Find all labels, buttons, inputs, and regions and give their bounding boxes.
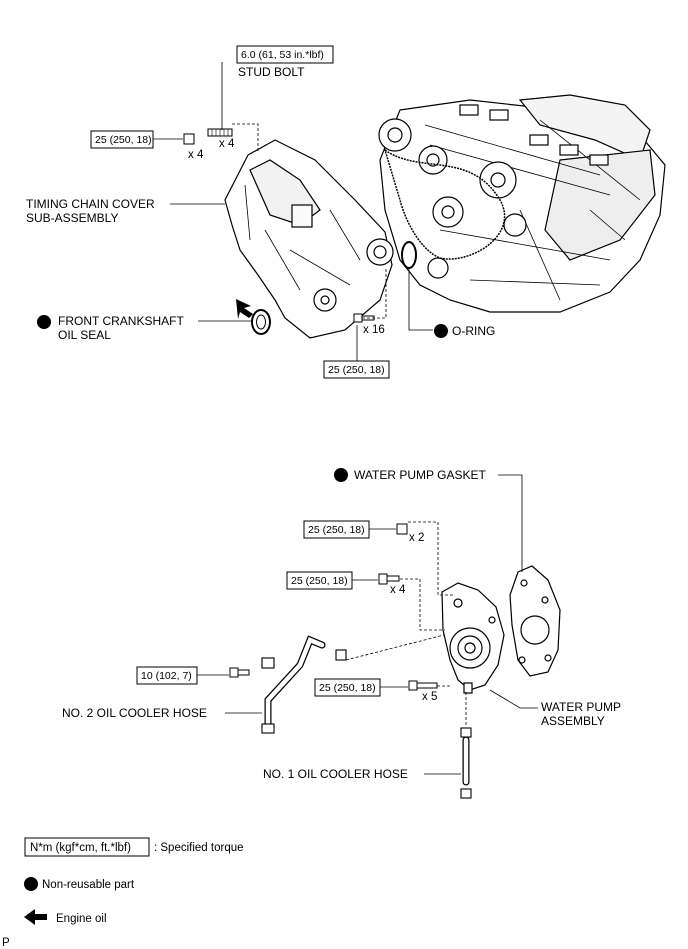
- legend-nonreusable-row: Non-reusable part: [24, 877, 135, 891]
- label-o-ring: O-RING: [452, 324, 495, 338]
- hose-bolt-icon: [229, 667, 250, 678]
- torque-box-pump-nut: 25 (250, 18): [303, 520, 370, 539]
- torque-box-stud: 6.0 (61, 53 in.*lbf): [236, 45, 334, 64]
- svg-text:25 (250, 18): 25 (250, 18): [95, 134, 152, 146]
- legend: N*m (kgf*cm, ft.*lbf) : Specified torque…: [24, 837, 244, 925]
- qty-bolt-x16: x 16: [363, 324, 385, 336]
- label-water-pump-gasket: WATER PUMP GASKET: [354, 468, 486, 482]
- qty-x5: x 5: [422, 691, 437, 703]
- stud-bolt-icon: [207, 128, 233, 137]
- pump-bolt-x5-icon: [408, 680, 438, 691]
- oil-seal-icon: [251, 309, 271, 335]
- svg-text:25 (250, 18): 25 (250, 18): [291, 575, 348, 587]
- label-water-pump-assembly-2: ASSEMBLY: [541, 714, 605, 728]
- torque-box-cover-nut: 25 (250, 18): [90, 130, 154, 149]
- label-no2-oil-cooler-hose: NO. 2 OIL COOLER HOSE: [62, 706, 207, 720]
- label-front-crankshaft-seal-1: FRONT CRANKSHAFT: [58, 314, 184, 328]
- fasteners: [183, 128, 438, 691]
- torque-box-pump-bolt-x5: 25 (250, 18): [314, 678, 381, 697]
- torque-box-cover-bolt: 25 (250, 18): [323, 360, 390, 379]
- engine-oil-arrow-icon: [236, 299, 253, 319]
- svg-text:25 (250, 18): 25 (250, 18): [308, 524, 365, 536]
- label-no1-oil-cooler-hose: NO. 1 OIL COOLER HOSE: [263, 767, 408, 781]
- svg-text:25 (250, 18): 25 (250, 18): [328, 364, 385, 376]
- water-pump-gasket-illustration: [509, 565, 561, 677]
- water-pump-illustration: [441, 582, 505, 694]
- svg-text:Non-reusable part: Non-reusable part: [42, 879, 135, 891]
- no1-oil-cooler-hose-illustration: [460, 727, 472, 799]
- label-water-pump-assembly-1: WATER PUMP: [541, 700, 621, 714]
- qty-nut-x4: x 4: [188, 149, 204, 161]
- svg-text:Engine oil: Engine oil: [56, 913, 107, 925]
- dashed-assembly-lines: [232, 123, 467, 727]
- svg-text:: Specified torque: : Specified torque: [154, 842, 244, 854]
- label-front-crankshaft-seal-2: OIL SEAL: [58, 328, 111, 342]
- engine-assembly-illustration: [378, 94, 666, 313]
- svg-text:10 (102, 7): 10 (102, 7): [141, 670, 192, 682]
- legend-torque-row: N*m (kgf*cm, ft.*lbf) : Specified torque: [24, 837, 244, 857]
- timing-chain-cover-illustration: [224, 139, 394, 339]
- no2-oil-cooler-hose-illustration: [261, 635, 347, 734]
- page-mark: P: [2, 937, 10, 949]
- engine-oil-legend-icon: [24, 909, 47, 925]
- svg-text:25 (250, 18): 25 (250, 18): [319, 682, 376, 694]
- nonreusable-marker-gasket: [334, 468, 348, 482]
- svg-text:6.0 (61, 53 in.*lbf): 6.0 (61, 53 in.*lbf): [241, 49, 324, 61]
- qty-stud-x4: x 4: [219, 138, 235, 150]
- pump-nut-x2-icon: [396, 523, 408, 535]
- qty-x2: x 2: [409, 532, 424, 544]
- torque-box-hose-bolt: 10 (102, 7): [136, 666, 198, 685]
- qty-x4: x 4: [390, 584, 406, 596]
- nonreusable-legend-icon: [24, 877, 38, 891]
- leader-lines: [153, 62, 538, 775]
- label-timing-chain-cover-2: SUB-ASSEMBLY: [26, 211, 118, 225]
- pump-bolt-x4-icon: [378, 573, 400, 585]
- legend-engine-oil-row: Engine oil: [24, 909, 107, 925]
- nonreusable-marker-o-ring: [434, 324, 448, 338]
- torque-box-pump-bolt: 25 (250, 18): [286, 571, 353, 590]
- cover-nut-icon: [183, 133, 195, 145]
- nonreusable-marker-seal: [37, 315, 51, 329]
- svg-text:N*m (kgf*cm, ft.*lbf): N*m (kgf*cm, ft.*lbf): [30, 842, 131, 854]
- label-stud-bolt: STUD BOLT: [238, 65, 305, 79]
- label-timing-chain-cover-1: TIMING CHAIN COVER: [26, 197, 155, 211]
